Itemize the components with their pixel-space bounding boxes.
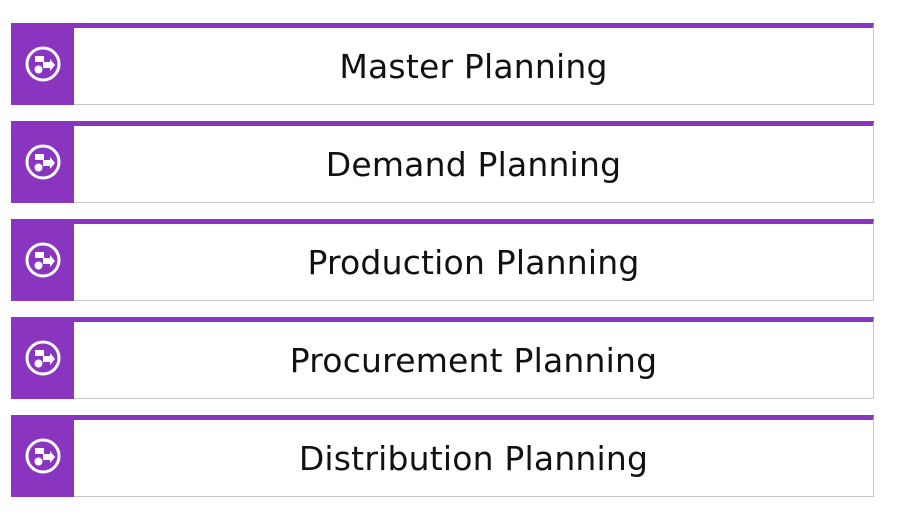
process-icon [25, 46, 60, 82]
process-icon [25, 340, 60, 376]
label-box: Master Planning [74, 23, 874, 105]
list-item-procurement-planning[interactable]: Procurement Planning [11, 317, 874, 399]
label-box: Demand Planning [74, 121, 874, 203]
icon-box [11, 121, 74, 203]
icon-box [11, 415, 74, 497]
list-item-demand-planning[interactable]: Demand Planning [11, 121, 874, 203]
item-label: Production Planning [307, 242, 640, 282]
icon-box [11, 23, 74, 105]
icon-box [11, 317, 74, 399]
item-label: Distribution Planning [298, 438, 649, 478]
process-icon [25, 438, 60, 474]
planning-list: Master Planning Demand Planning Pr [11, 23, 874, 497]
item-label: Procurement Planning [289, 340, 658, 380]
process-icon [25, 144, 60, 180]
list-item-distribution-planning[interactable]: Distribution Planning [11, 415, 874, 497]
item-label: Demand Planning [325, 144, 622, 184]
list-item-production-planning[interactable]: Production Planning [11, 219, 874, 301]
process-icon [25, 242, 60, 278]
label-box: Production Planning [74, 219, 874, 301]
icon-box [11, 219, 74, 301]
item-label: Master Planning [339, 46, 608, 86]
label-box: Procurement Planning [74, 317, 874, 399]
label-box: Distribution Planning [74, 415, 874, 497]
list-item-master-planning[interactable]: Master Planning [11, 23, 874, 105]
